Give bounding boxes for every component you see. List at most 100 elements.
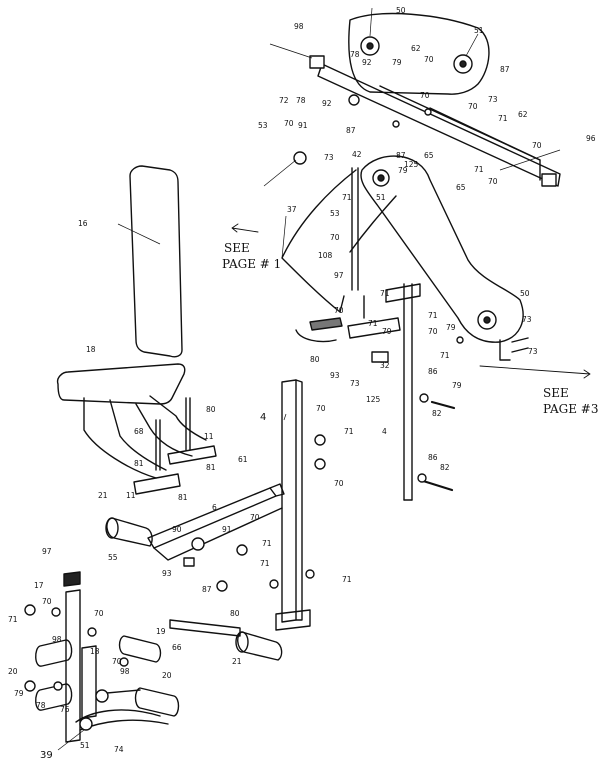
- callout-71-j: 71: [260, 559, 270, 568]
- callout-91: 91: [298, 121, 308, 130]
- callout-11-b: 11: [126, 491, 136, 500]
- callout-50-b: 50: [520, 289, 530, 298]
- rod: [169, 619, 241, 637]
- callout-53: 53: [258, 121, 268, 130]
- callout-71-l: 71: [8, 615, 18, 624]
- callout-73-c: 73: [350, 379, 360, 388]
- bracket-plates: [133, 397, 217, 495]
- callout-51-b: 51: [376, 193, 386, 202]
- callout-79-d: 79: [446, 323, 456, 332]
- callout-74: 74: [114, 745, 124, 754]
- callout-86: 86: [428, 367, 438, 376]
- leader-lines: [57, 7, 561, 751]
- see-right-line1: SEE: [543, 386, 569, 400]
- callout-98: 98: [294, 22, 304, 31]
- callout-32: 32: [380, 361, 390, 370]
- callout-4: 4: [260, 412, 266, 423]
- callout-20-b: 20: [162, 671, 172, 680]
- upright-tube: [275, 379, 311, 631]
- callout-71-b: 71: [474, 165, 484, 174]
- callout-55: 55: [108, 553, 118, 562]
- see-left-line2: PAGE # 1: [222, 257, 281, 271]
- callout-70: 70: [424, 55, 434, 64]
- callout-81: 81: [134, 459, 144, 468]
- callout-87: 87: [500, 65, 510, 74]
- callout-70-i: 70: [428, 327, 438, 336]
- callout-90: 90: [172, 525, 182, 534]
- square-cap-left: [309, 55, 325, 69]
- callout-73-d: 73: [522, 315, 532, 324]
- callout-73-e: 73: [528, 347, 538, 356]
- callout-71-k: 71: [342, 575, 352, 584]
- callout-91-b: 91: [222, 525, 232, 534]
- callout-73: 73: [488, 95, 498, 104]
- callout-125-b: 125: [366, 395, 381, 404]
- callout-71-d: 71: [380, 289, 390, 298]
- callout-71-i: 71: [262, 539, 272, 548]
- callout-86-b: 86: [428, 453, 438, 462]
- callout-51: 51: [474, 26, 484, 35]
- callout-70-o: 70: [112, 657, 122, 666]
- callout-70-f: 70: [488, 177, 498, 186]
- callout-70-l: 70: [250, 513, 260, 522]
- callout-6: 6: [212, 503, 217, 512]
- callout-62: 62: [411, 44, 421, 53]
- callout-70-c: 70: [468, 102, 478, 111]
- callout-79-e: 79: [452, 381, 462, 390]
- callout-18-b: 18: [90, 647, 100, 656]
- callout-98-c: 98: [120, 667, 130, 676]
- callout-51-c: 51: [80, 741, 90, 750]
- arrow-left: [231, 223, 259, 233]
- callout-65-b: 65: [456, 183, 466, 192]
- callout-50: 50: [396, 6, 406, 15]
- callout-labels: 50 51 98 78 79 92 62 70 87 72 78 92 70 7…: [8, 6, 596, 761]
- callout-11: 11: [204, 432, 214, 441]
- rollers: [105, 517, 283, 661]
- arrow-right: [479, 365, 591, 379]
- callout-70-j: 70: [316, 404, 326, 413]
- callout-82-b: 82: [440, 463, 450, 472]
- see-left-line1: SEE: [224, 241, 250, 255]
- callout-80: 80: [310, 355, 320, 364]
- callout-20: 20: [8, 667, 18, 676]
- callout-78: 78: [350, 50, 360, 59]
- handle-grip: [295, 317, 343, 343]
- callout-70-g: 70: [330, 233, 340, 242]
- callout-71-f: 71: [368, 319, 378, 328]
- top-cross-beam: [317, 63, 561, 187]
- callout-78-c: 78: [36, 701, 46, 710]
- callout-97: 97: [334, 271, 344, 280]
- callout-21: 21: [98, 491, 108, 500]
- callout-76: 76: [60, 705, 70, 714]
- callout-98-b: 98: [52, 635, 62, 644]
- callout-70-m: 70: [42, 597, 52, 606]
- callout-87-b: 87: [346, 126, 356, 135]
- callout-80-b: 80: [206, 405, 216, 414]
- callout-71: 71: [498, 114, 508, 123]
- callout-39: 39: [40, 750, 53, 761]
- callout-92: 92: [362, 58, 372, 67]
- callout-17: 17: [34, 581, 44, 590]
- seat-back: [129, 165, 183, 358]
- callout-37: 37: [287, 205, 297, 214]
- callout-19: 19: [156, 627, 166, 636]
- callout-18: 18: [86, 345, 96, 354]
- lower-pulley: [75, 709, 169, 731]
- callout-81-c: 81: [206, 463, 216, 472]
- seat-frame: [83, 395, 207, 479]
- callout-79-f: 79: [14, 689, 24, 698]
- callout-87-d: 87: [202, 585, 212, 594]
- center-pulley-plate: [360, 155, 524, 343]
- callout-70-d: 70: [284, 119, 294, 128]
- vertical-rods: [351, 167, 413, 501]
- callout-21-b: 21: [232, 657, 242, 666]
- callout-65: 65: [424, 151, 434, 160]
- callout-62-b: 62: [518, 110, 528, 119]
- callout-72: 72: [279, 96, 289, 105]
- callout-71-e: 71: [428, 311, 438, 320]
- seat-cushion: [56, 363, 186, 405]
- callout-71-g: 71: [440, 351, 450, 360]
- leg-extension: [35, 571, 180, 743]
- callout-70-e: 70: [532, 141, 542, 150]
